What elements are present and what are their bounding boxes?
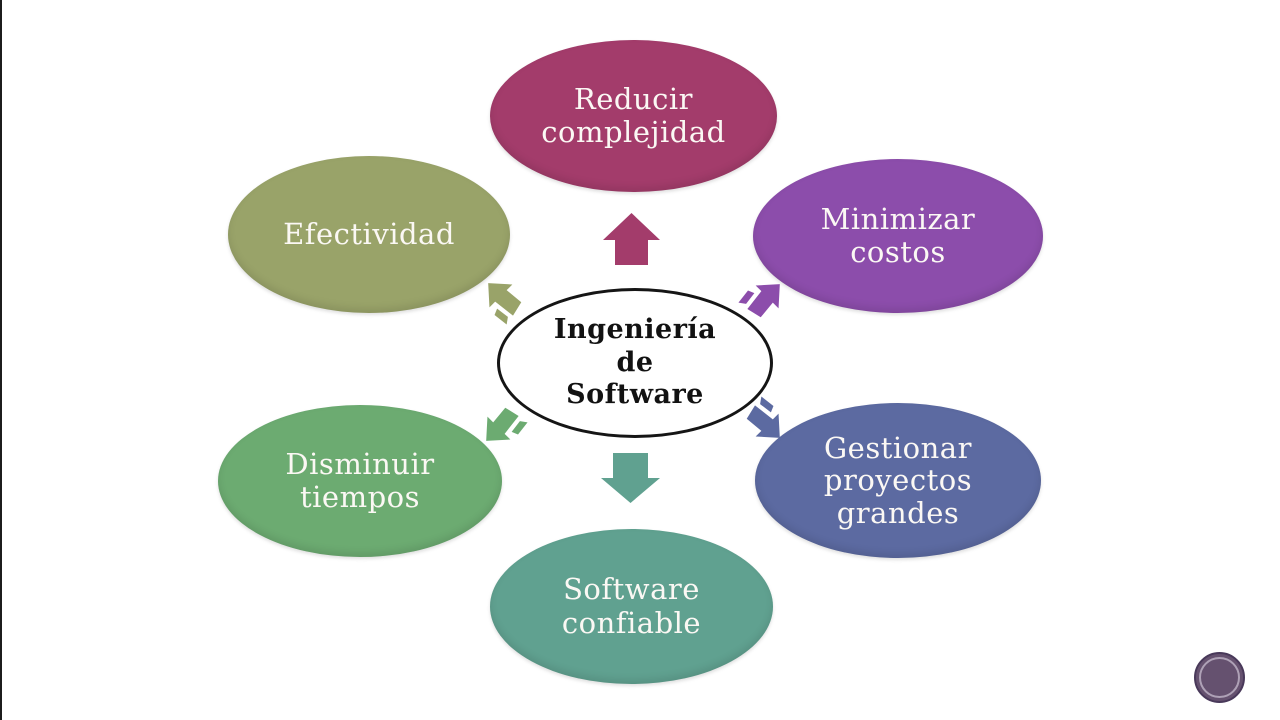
down-arrow-icon	[601, 453, 660, 503]
down-left-arrow-fold	[511, 421, 528, 435]
down-right-bent-arrow-icon	[746, 396, 780, 438]
up-right-arrow-shape	[747, 284, 780, 318]
node-ellipse-efectividad: Efectividad	[228, 156, 510, 313]
watermark-logo-ring	[1199, 657, 1240, 698]
center-node-ellipse: Ingeniería de Software	[497, 288, 773, 438]
up-left-arrow-fold	[494, 308, 508, 325]
node-label-reducir-complejidad: Reducir complejidad	[541, 81, 726, 149]
up-right-arrow-fold	[738, 290, 755, 304]
node-ellipse-reducir-complejidad: Reducir complejidad	[490, 40, 777, 192]
screen-edge-line	[0, 0, 2, 720]
node-label-gestionar-proyectos-grandes: Gestionar proyectos grandes	[823, 430, 973, 530]
node-label-efectividad: Efectividad	[283, 216, 455, 251]
down-right-arrow-shape	[746, 405, 780, 438]
node-ellipse-gestionar-proyectos-grandes: Gestionar proyectos grandes	[755, 403, 1041, 558]
node-ellipse-disminuir-tiempos: Disminuir tiempos	[218, 405, 502, 557]
down-left-arrow-shape	[486, 407, 519, 441]
down-arrow-shape	[601, 453, 660, 503]
up-left-bent-arrow-icon	[488, 283, 522, 325]
node-label-software-confiable: Software confiable	[561, 572, 702, 640]
down-left-bent-arrow-icon	[486, 407, 528, 441]
node-label-minimizar-costos: Minimizar costos	[820, 201, 976, 269]
node-ellipse-minimizar-costos: Minimizar costos	[753, 159, 1043, 313]
node-ellipse-software-confiable: Software confiable	[490, 529, 773, 684]
watermark-logo-icon	[1194, 652, 1245, 703]
up-arrow-icon	[603, 213, 660, 265]
node-label-disminuir-tiempos: Disminuir tiempos	[285, 446, 435, 514]
up-left-arrow-shape	[488, 283, 522, 316]
up-arrow-shape	[603, 213, 660, 265]
center-node-label: Ingeniería de Software	[553, 313, 717, 411]
down-right-arrow-fold	[760, 396, 774, 413]
up-right-bent-arrow-icon	[738, 284, 780, 318]
